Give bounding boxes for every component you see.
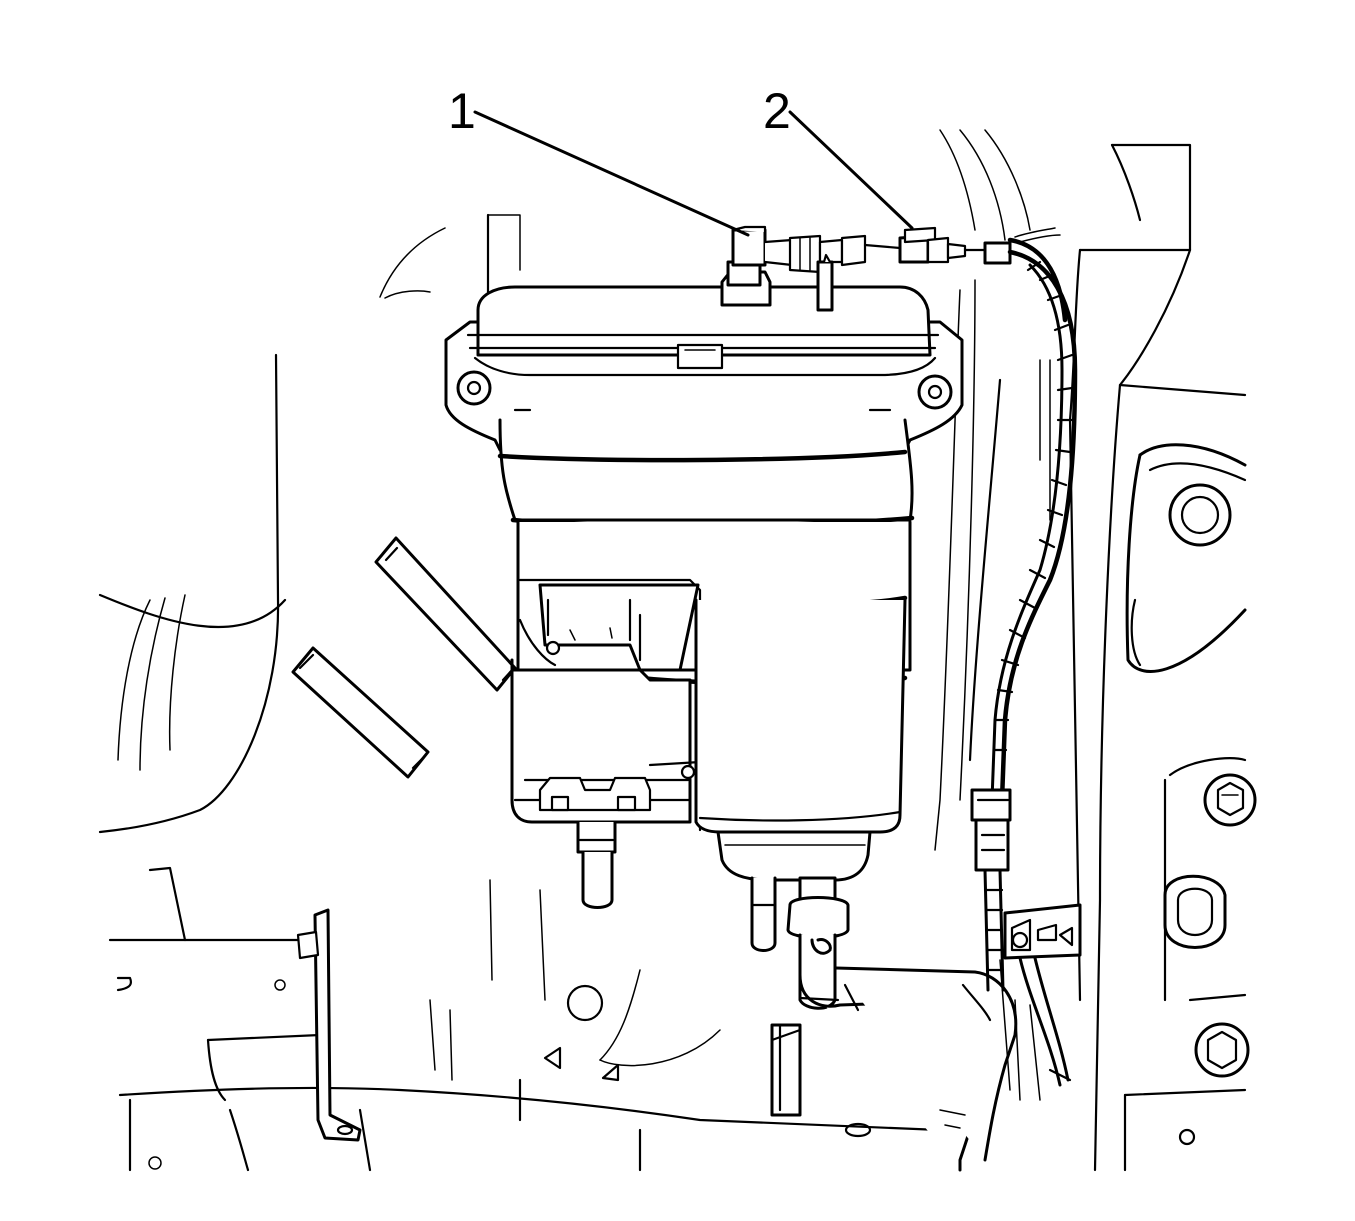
callout-1-number: 1 xyxy=(448,83,476,139)
callout-1: 1 xyxy=(448,83,750,237)
purge-hose xyxy=(786,876,1018,1172)
left-body-panel xyxy=(98,213,521,834)
evap-canister xyxy=(444,285,964,882)
bolt-lower-right xyxy=(1194,1022,1250,1078)
callout-2-number: 2 xyxy=(763,83,791,139)
callout-2: 2 xyxy=(763,83,914,230)
mounting-strap xyxy=(296,908,362,1142)
canister-top-fittings xyxy=(720,225,902,312)
canister-bottom-ports xyxy=(576,820,777,952)
fuel-tank-pressure-sensor xyxy=(898,226,987,264)
diagonal-bracket-upper xyxy=(374,536,517,692)
diagonal-bracket-lower xyxy=(291,646,430,779)
bolt-upper-right xyxy=(1203,773,1257,827)
wiring-harness xyxy=(970,227,1082,1101)
center-post xyxy=(770,1023,872,1138)
